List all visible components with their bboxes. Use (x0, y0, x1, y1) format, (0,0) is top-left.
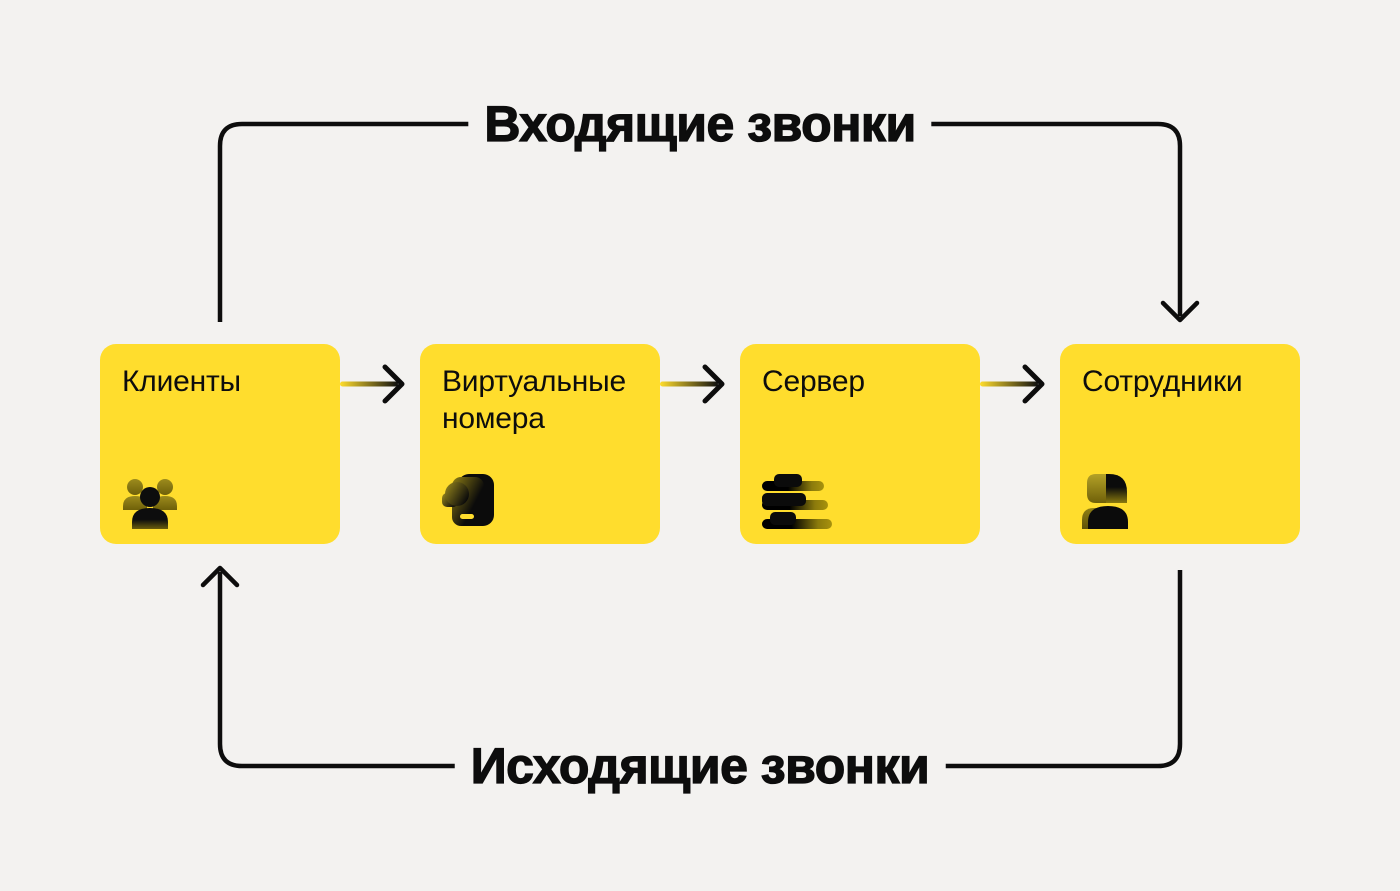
arrowhead-right-icon (702, 364, 725, 404)
arrowhead-right-icon (1022, 364, 1045, 404)
incoming-calls-label: Входящие звонки (468, 93, 932, 155)
node-employees: Сотрудники (1060, 344, 1300, 544)
node-label: Виртуальные номера (442, 365, 626, 435)
node-label: Сотрудники (1082, 365, 1243, 398)
node-clients: Клиенты (100, 344, 340, 544)
connector-arrow-3 (980, 364, 1045, 404)
node-virtual-numbers: Виртуальные номера (420, 344, 660, 544)
server-icon (762, 474, 832, 529)
connector-arrow-1 (340, 364, 405, 404)
outgoing-calls-label: Исходящие звонки (454, 735, 946, 797)
person-icon (1082, 474, 1128, 529)
arrowhead-down-icon (1160, 300, 1200, 323)
phone-icon (442, 474, 494, 526)
arrowhead-right-icon (382, 364, 405, 404)
node-label: Клиенты (122, 365, 241, 398)
connector-arrow-2 (660, 364, 725, 404)
node-label: Сервер (762, 365, 865, 398)
node-server: Сервер (740, 344, 980, 544)
group-icon (123, 479, 177, 529)
arrowhead-up-icon (200, 565, 240, 588)
